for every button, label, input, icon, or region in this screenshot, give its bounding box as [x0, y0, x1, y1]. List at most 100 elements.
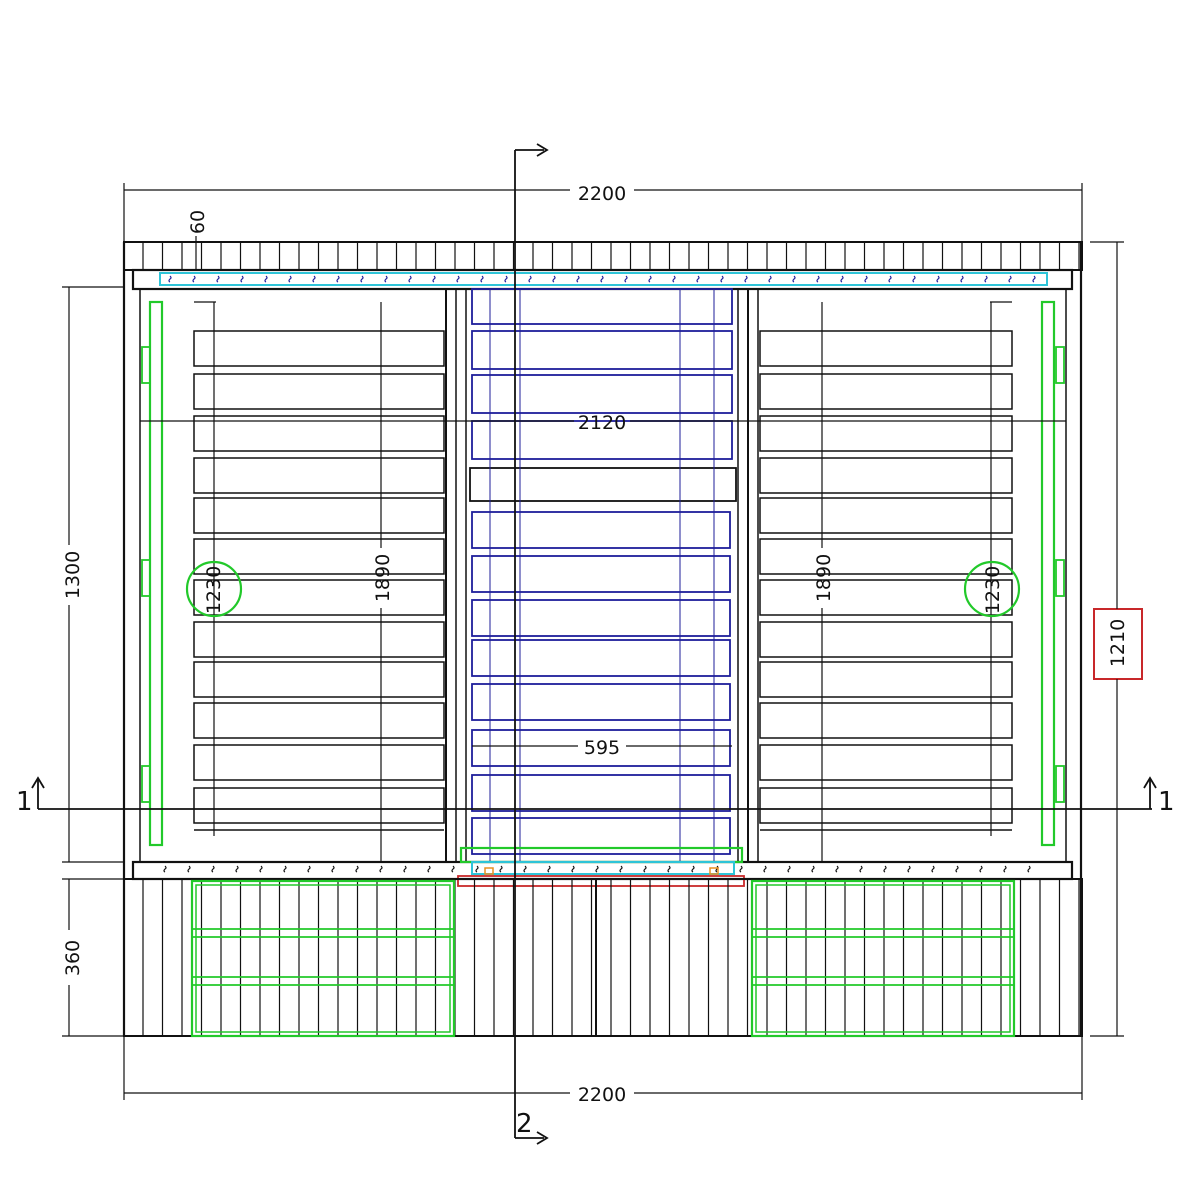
cable-wave — [216, 275, 220, 283]
door-orange-mark — [709, 867, 719, 875]
dim-overall-width-top: 2200 — [578, 183, 626, 205]
cable-wave — [912, 275, 916, 283]
cable-wave — [744, 275, 748, 283]
center-lower-slat — [471, 511, 731, 549]
left-lower-bench — [190, 879, 456, 1038]
section-2-bottom-arrow — [536, 1131, 549, 1145]
cable-wave — [696, 275, 700, 283]
center-upper-slat — [471, 374, 733, 414]
cable-wave — [187, 865, 191, 873]
right-heater-circle — [963, 560, 1021, 618]
center-top-slat — [471, 288, 733, 325]
section-2-top-arrow — [536, 143, 549, 157]
cable-wave — [259, 865, 263, 873]
cable-wave — [648, 275, 652, 283]
cable-wave — [523, 865, 527, 873]
cable-wave — [816, 275, 820, 283]
dim-overall-width-bottom: 2200 — [578, 1084, 626, 1106]
door-red-strip — [457, 875, 745, 887]
cable-wave — [480, 275, 484, 283]
dim-right-height: 1210 — [1107, 619, 1129, 667]
dim-right-bench-length: 1890 — [813, 554, 835, 602]
cable-wave — [528, 275, 532, 283]
cable-wave — [1003, 865, 1007, 873]
center-lower-slat — [471, 599, 731, 637]
left-heater-bracket — [141, 765, 151, 803]
right-bench-slat — [759, 621, 1013, 658]
center-upper-slat — [471, 330, 733, 370]
right-heater-bracket — [1055, 765, 1065, 803]
section-1-right-arrow — [1143, 776, 1157, 789]
dim-right-heater-circle: 1230 — [982, 566, 1004, 614]
lower-slat-band — [123, 878, 1083, 1037]
cable-wave — [211, 865, 215, 873]
left-bench-slat — [193, 330, 445, 367]
left-heater-bracket — [141, 559, 151, 597]
center-lower-slat — [471, 639, 731, 677]
left-heater-circle — [185, 560, 243, 618]
cable-wave — [163, 865, 167, 873]
left-bench-slat — [193, 538, 445, 575]
cable-wave — [499, 865, 503, 873]
cable-wave — [907, 865, 911, 873]
cable-wave — [408, 275, 412, 283]
cable-wave — [451, 865, 455, 873]
cable-wave — [240, 275, 244, 283]
right-bench-slat — [759, 702, 1013, 739]
cable-wave — [360, 275, 364, 283]
cable-wave — [235, 865, 239, 873]
cable-wave — [979, 865, 983, 873]
cable-wave — [691, 865, 695, 873]
dim-left-heater-circle: 1230 — [203, 566, 225, 614]
section-mark-1-left: 1 — [16, 787, 33, 817]
dim-left-height: 1300 — [62, 551, 84, 599]
right-bench-slat — [759, 457, 1013, 494]
right-heater-strip — [1040, 300, 1056, 847]
cable-wave — [619, 865, 623, 873]
dim-top-rail-gap: 60 — [187, 210, 209, 234]
cable-wave — [504, 275, 508, 283]
cable-wave — [379, 865, 383, 873]
cable-wave — [547, 865, 551, 873]
cable-wave — [1027, 865, 1031, 873]
dim-center-panel-width: 595 — [584, 737, 620, 759]
right-height-highlight-box — [1093, 608, 1143, 680]
cable-wave — [264, 275, 268, 283]
right-bench-slat — [759, 787, 1013, 824]
cable-wave — [384, 275, 388, 283]
cable-wave — [931, 865, 935, 873]
center-lower-slat — [471, 683, 731, 721]
cable-wave — [883, 865, 887, 873]
cable-wave — [739, 865, 743, 873]
center-lower-slat — [471, 729, 731, 767]
cable-wave — [600, 275, 604, 283]
dim-bench-depth: 360 — [62, 940, 84, 976]
cable-wave — [552, 275, 556, 283]
cable-wave — [811, 865, 815, 873]
cable-wave — [355, 865, 359, 873]
cable-wave — [456, 275, 460, 283]
cable-wave — [715, 865, 719, 873]
right-bench-slat — [759, 661, 1013, 698]
section-mark-2-bottom: 2 — [516, 1109, 533, 1139]
cable-wave — [787, 865, 791, 873]
cable-wave — [283, 865, 287, 873]
right-heater-bracket — [1055, 346, 1065, 384]
center-lower-slat — [471, 555, 731, 593]
cable-wave — [888, 275, 892, 283]
top-slat-band — [123, 241, 1083, 271]
right-bench-slat — [759, 497, 1013, 534]
cable-wave — [667, 865, 671, 873]
cable-wave — [576, 275, 580, 283]
left-bench-slat — [193, 373, 445, 410]
center-lower-slat — [471, 774, 731, 812]
cable-wave — [763, 865, 767, 873]
cable-wave — [336, 275, 340, 283]
cable-wave — [595, 865, 599, 873]
door-threshold — [459, 846, 744, 864]
plan-geometry — [31, 143, 1157, 1145]
left-bench-slat — [193, 497, 445, 534]
cable-wave — [307, 865, 311, 873]
dim-inner-width: 2120 — [578, 412, 626, 434]
door-cyan-strip — [471, 861, 735, 875]
